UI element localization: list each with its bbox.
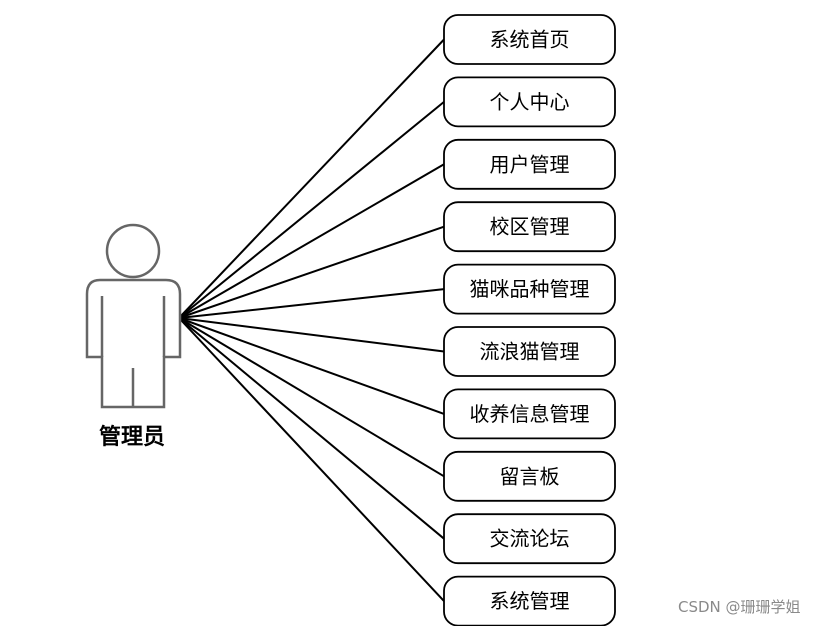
use-case-label: 个人中心: [490, 90, 570, 114]
actor-body: [85, 278, 182, 409]
actor-figure: 管理员: [85, 223, 182, 450]
use-case-box: [443, 201, 616, 253]
use-case: 个人中心: [443, 76, 616, 128]
use-case-box: [443, 14, 616, 65]
use-case-label: 系统管理: [490, 589, 570, 613]
use-case-box: [443, 263, 616, 315]
connector-line: [178, 288, 445, 319]
use-case-list: 系统首页个人中心用户管理校区管理猫咪品种管理流浪猫管理收养信息管理留言板交流论坛…: [443, 14, 616, 626]
use-case: 校区管理: [443, 201, 616, 253]
use-case: 猫咪品种管理: [443, 263, 616, 315]
use-case: 流浪猫管理: [443, 326, 616, 377]
use-case-box: [443, 513, 616, 565]
connector-line: [178, 317, 445, 602]
use-case-label: 用户管理: [490, 152, 570, 176]
use-case-box: [443, 450, 616, 502]
use-case: 用户管理: [443, 138, 616, 190]
use-case-box: [443, 138, 616, 190]
connector-line: [178, 225, 445, 319]
watermark: CSDN @珊珊学姐: [678, 598, 801, 616]
use-case: 系统管理: [443, 575, 616, 626]
connector-line: [178, 317, 445, 540]
use-case-box: [443, 76, 616, 128]
use-case-label: 系统首页: [490, 28, 570, 52]
connector-line: [178, 163, 445, 319]
actor-label: 管理员: [99, 424, 165, 450]
use-case-label: 收养信息管理: [470, 402, 590, 426]
use-case-label: 留言板: [500, 464, 560, 488]
connector-line: [178, 317, 445, 415]
use-case: 留言板: [443, 450, 616, 502]
use-case-label: 校区管理: [490, 215, 570, 239]
use-case: 系统首页: [443, 14, 616, 65]
use-case: 交流论坛: [443, 513, 616, 565]
use-case-label: 流浪猫管理: [480, 340, 580, 364]
connector-lines: [178, 38, 445, 602]
connector-line: [178, 38, 445, 319]
connector-line: [178, 317, 445, 353]
use-case-box: [443, 326, 616, 377]
connector-line: [178, 317, 445, 478]
use-case-box: [443, 388, 616, 440]
connector-line: [178, 101, 445, 319]
use-case-label: 交流论坛: [490, 527, 570, 551]
use-case: 收养信息管理: [443, 388, 616, 440]
use-case-label: 猫咪品种管理: [470, 277, 590, 301]
actor-head: [105, 223, 161, 279]
